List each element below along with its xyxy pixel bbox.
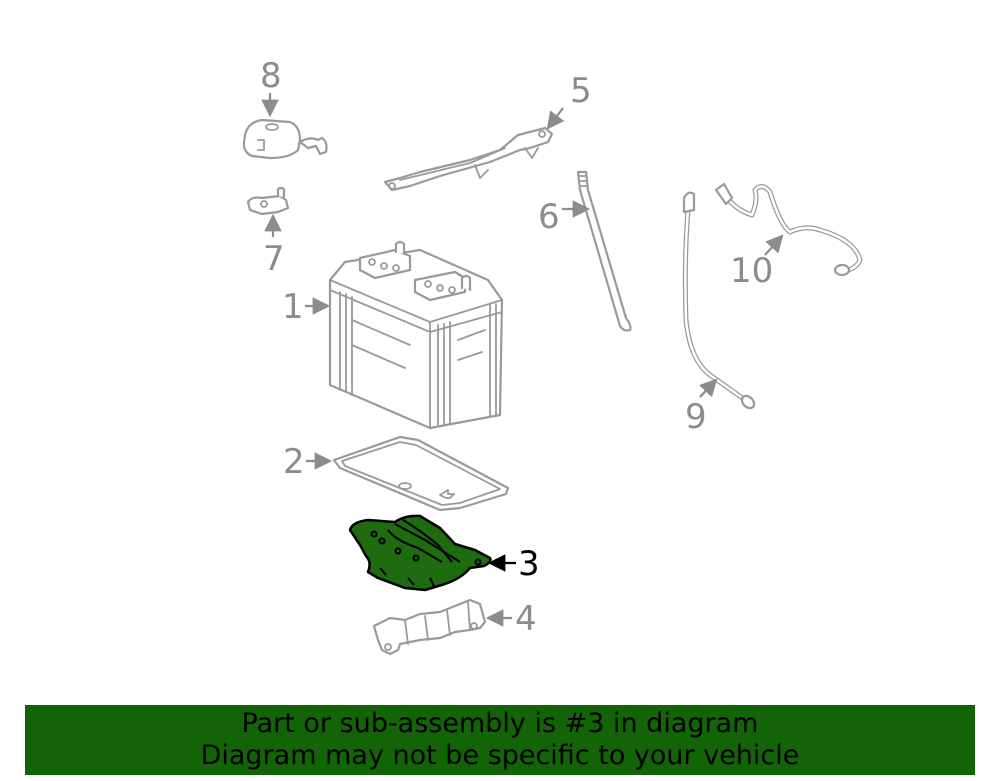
part-10-ground-cable[interactable] [714, 182, 863, 277]
parts-diagram: 8 7 5 6 [242, 56, 863, 656]
part-2-tray-liner[interactable] [332, 435, 510, 512]
callout-label-1: 1 [282, 287, 304, 327]
banner-line-2: Diagram may not be specific to your vehi… [200, 740, 800, 771]
callout-8[interactable]: 8 [260, 56, 282, 118]
banner-line-1: Part or sub-assembly is #3 in diagram [241, 708, 759, 739]
part-5-hold-down-clamp[interactable] [383, 126, 554, 192]
callout-10[interactable]: 10 [730, 234, 784, 291]
part-6-hold-down-rod[interactable] [576, 170, 632, 332]
part-7-terminal-clamp[interactable] [246, 186, 290, 216]
part-3-battery-tray[interactable] [348, 514, 492, 592]
callout-label-6: 6 [538, 197, 560, 237]
part-1-battery[interactable] [328, 240, 504, 430]
callout-label-3: 3 [518, 544, 540, 584]
part-9-negative-cable[interactable] [682, 191, 756, 411]
callout-2[interactable]: 2 [283, 442, 333, 482]
callout-6[interactable]: 6 [538, 197, 591, 237]
callout-label-2: 2 [283, 442, 305, 482]
callout-label-10: 10 [730, 251, 773, 291]
callout-label-8: 8 [260, 56, 282, 96]
callout-1[interactable]: 1 [282, 287, 331, 327]
part-4-tray-bracket[interactable] [372, 598, 487, 656]
part-8-terminal-cover[interactable] [242, 118, 328, 160]
callout-label-5: 5 [570, 71, 592, 111]
callout-4[interactable]: 4 [485, 599, 537, 639]
callout-9[interactable]: 9 [685, 378, 718, 437]
callout-3[interactable]: 3 [487, 544, 540, 584]
callout-label-9: 9 [685, 397, 707, 437]
callout-label-7: 7 [263, 239, 285, 279]
info-banner: Part or sub-assembly is #3 in diagram Di… [25, 705, 975, 775]
callout-5[interactable]: 5 [546, 71, 592, 130]
callout-label-4: 4 [515, 599, 537, 639]
callout-7[interactable]: 7 [263, 213, 285, 279]
